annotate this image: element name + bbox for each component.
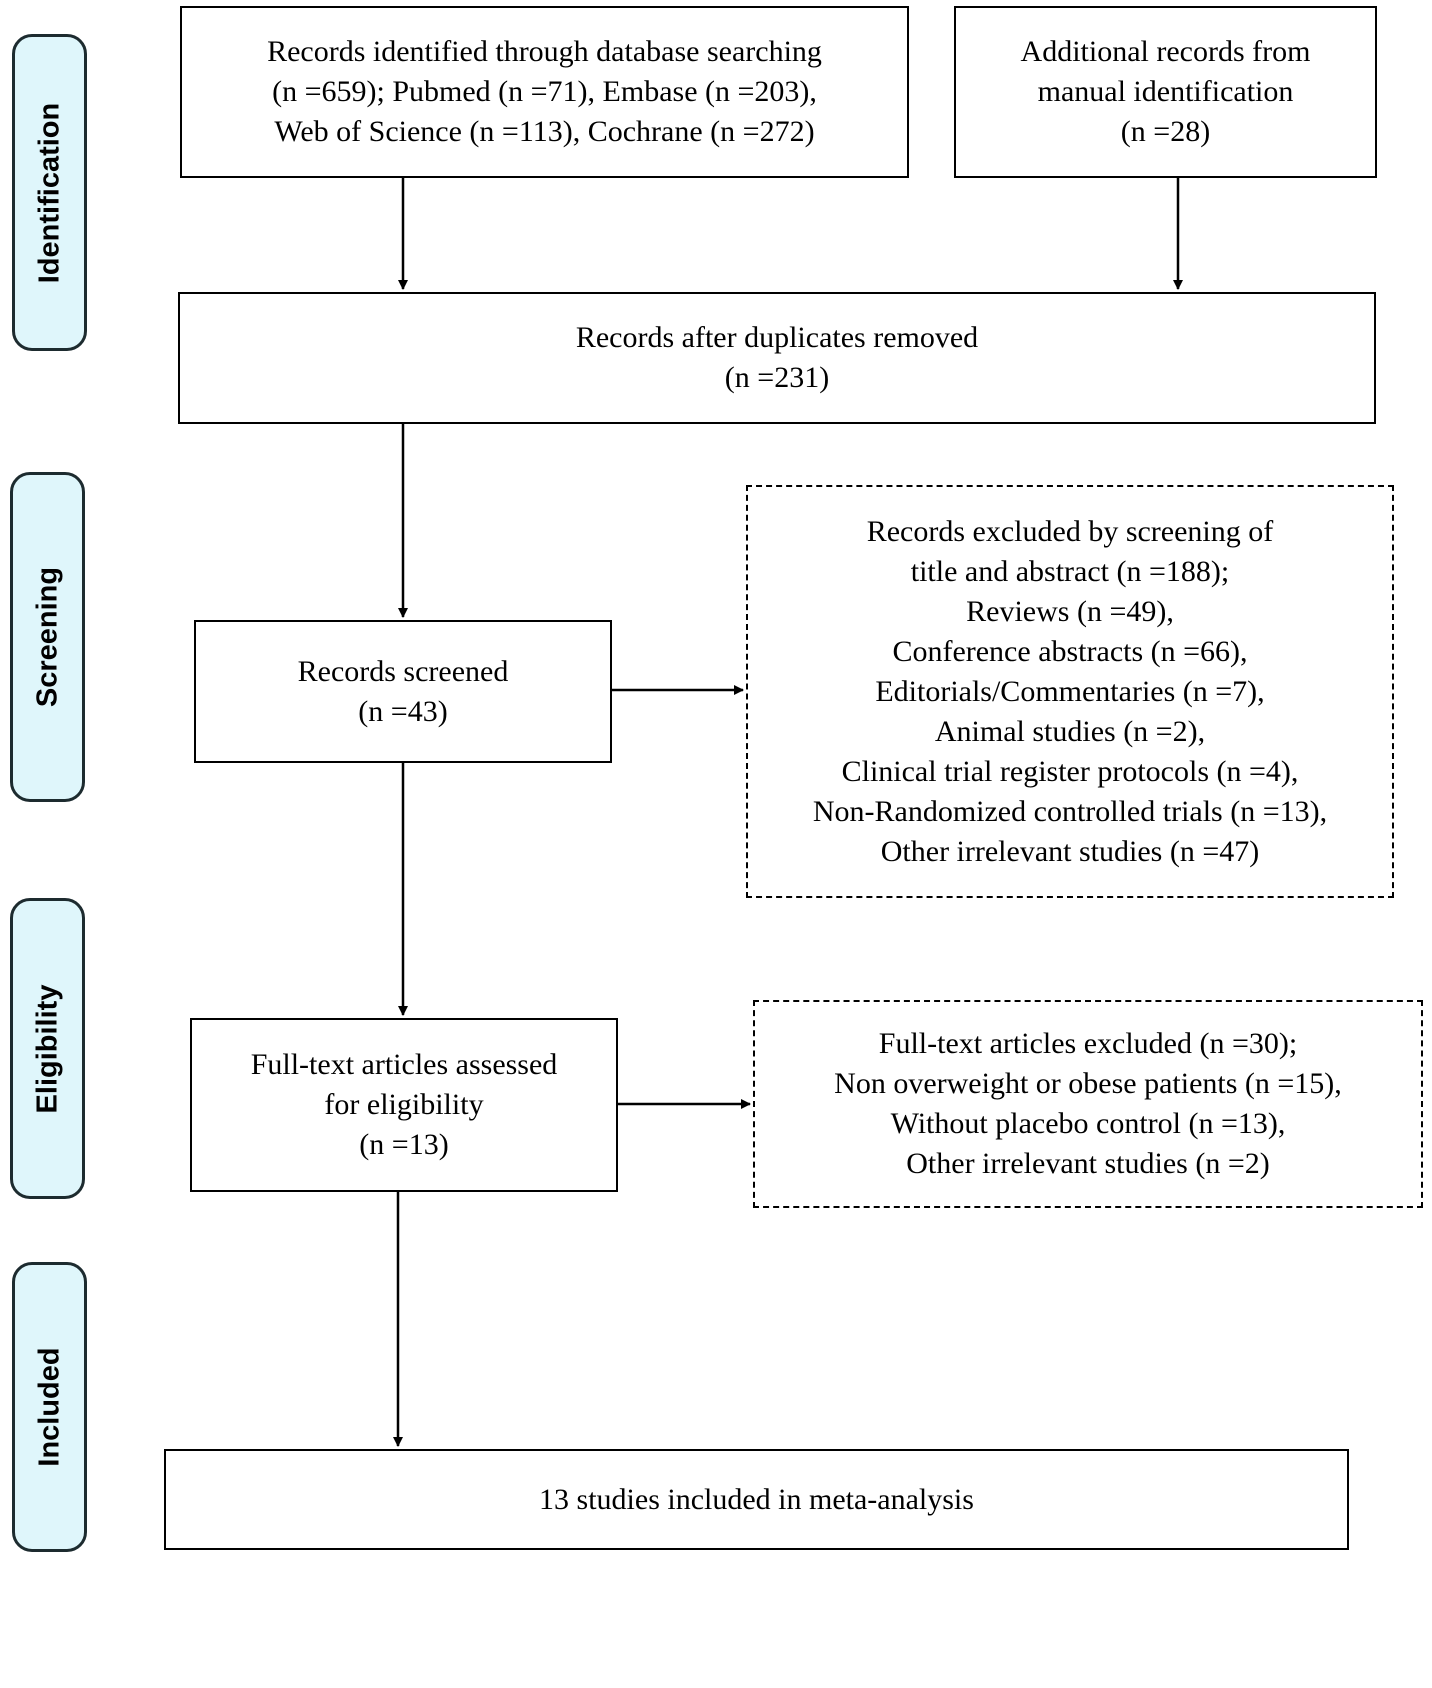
deduplicated-records-line-2: (n =231)	[724, 361, 830, 394]
database-search-line-1: Records identified through database sear…	[267, 35, 822, 68]
stage-identification: Identification	[12, 34, 87, 351]
manual-identification-line-1: Additional records from	[1020, 35, 1311, 68]
full-text-exclusions-box: Full-text articles excluded (n =30); Non…	[753, 1000, 1423, 1208]
database-search-box: Records identified through database sear…	[180, 6, 909, 178]
database-search-line-3: Web of Science (n =113), Cochrane (n =27…	[274, 115, 815, 148]
stage-included: Included	[12, 1262, 87, 1552]
screening-exclusion-line-8: Non-Randomized controlled trials (n =13)…	[812, 794, 1328, 828]
full-text-exclusion-line-3: Without placebo control (n =13),	[890, 1107, 1286, 1140]
deduplicated-records-box: Records after duplicates removed (n =231…	[178, 292, 1376, 424]
stage-screening: Screening	[10, 472, 85, 802]
records-screened-line-1: Records screened	[297, 654, 509, 688]
full-text-assessed-line-2: for eligibility	[324, 1088, 484, 1121]
full-text-exclusion-line-2: Non overweight or obese patients (n =15)…	[834, 1067, 1342, 1100]
screening-exclusion-line-9: Other irrelevant studies (n =47)	[880, 834, 1260, 868]
screening-exclusion-line-1: Records excluded by screening of	[866, 514, 1274, 548]
full-text-assessed-line-1: Full-text articles assessed	[250, 1048, 558, 1081]
manual-identification-box: Additional records from manual identific…	[954, 6, 1377, 178]
manual-identification-line-2: manual identification	[1037, 75, 1294, 108]
screening-exclusion-line-5: Editorials/Commentaries (n =7),	[875, 674, 1265, 708]
screening-exclusions-box: Records excluded by screening of title a…	[746, 485, 1394, 898]
included-studies-box: 13 studies included in meta-analysis	[164, 1449, 1349, 1550]
full-text-exclusion-line-1: Full-text articles excluded (n =30);	[878, 1027, 1298, 1060]
stage-eligibility: Eligibility	[10, 898, 85, 1199]
deduplicated-records-line-1: Records after duplicates removed	[575, 321, 979, 354]
manual-identification-line-3: (n =28)	[1120, 115, 1211, 148]
full-text-exclusion-line-4: Other irrelevant studies (n =2)	[906, 1147, 1270, 1180]
screening-exclusion-line-7: Clinical trial register protocols (n =4)…	[841, 754, 1299, 788]
screening-exclusion-line-3: Reviews (n =49),	[966, 594, 1174, 628]
included-studies-line-1: 13 studies included in meta-analysis	[539, 1482, 974, 1516]
screening-exclusion-line-4: Conference abstracts (n =66),	[892, 634, 1248, 668]
full-text-assessed-line-3: (n =13)	[359, 1128, 449, 1161]
screening-exclusion-line-6: Animal studies (n =2),	[934, 714, 1206, 748]
database-search-line-2: (n =659); Pubmed (n =71), Embase (n =203…	[272, 75, 817, 108]
screening-exclusion-line-2: title and abstract (n =188);	[910, 554, 1230, 588]
records-screened-box: Records screened (n =43)	[194, 620, 612, 763]
full-text-assessed-box: Full-text articles assessed for eligibil…	[190, 1018, 618, 1192]
records-screened-line-2: (n =43)	[358, 694, 448, 728]
